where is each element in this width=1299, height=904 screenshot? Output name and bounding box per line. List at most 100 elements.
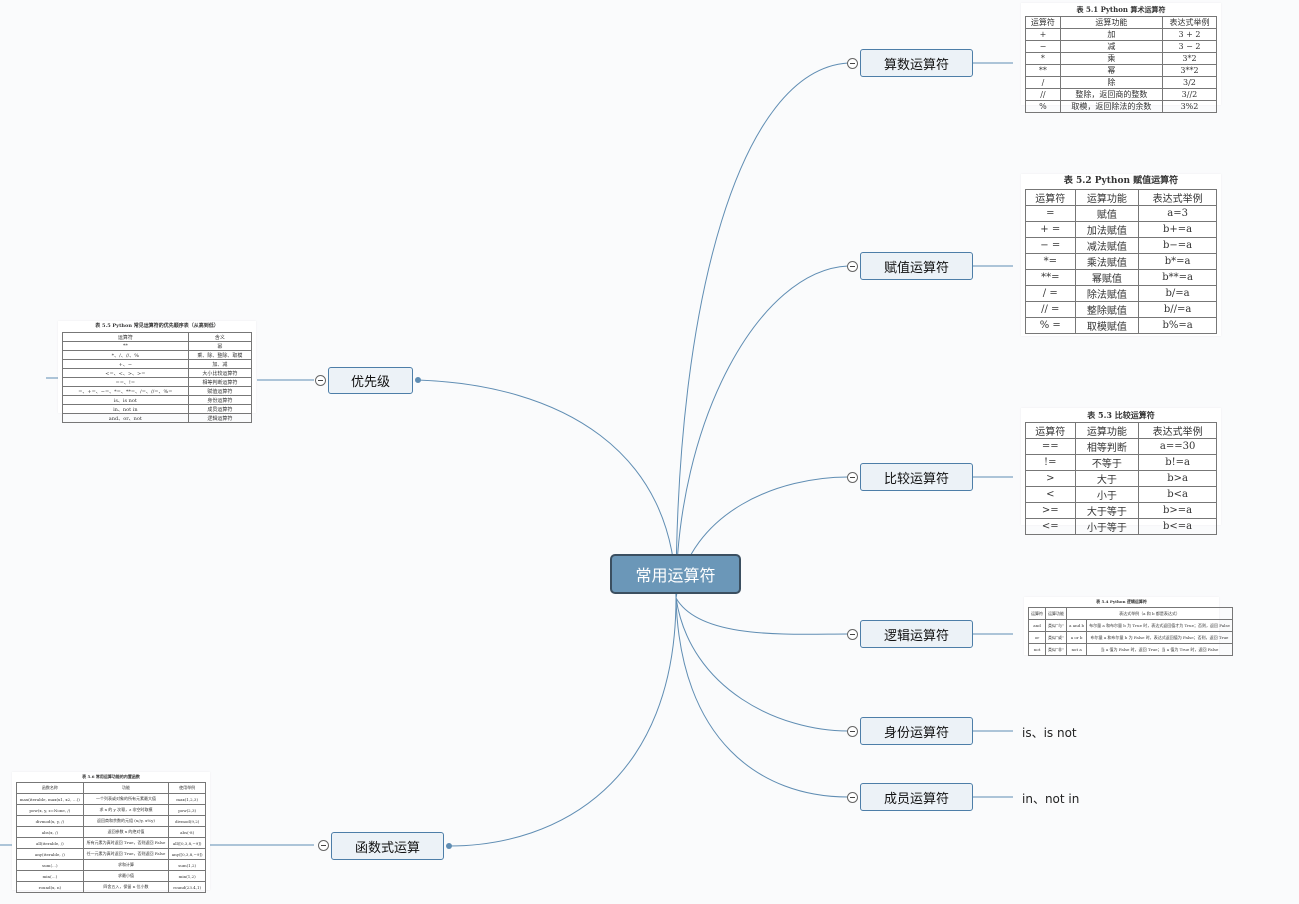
table-cell: divmod(x, y, /) [16,815,84,827]
table-cell: not a [1066,643,1088,656]
collapse-icon[interactable] [847,261,858,272]
table-cell: b<a [1138,486,1217,503]
table-cell: min(1,2) [168,870,206,882]
table-cell: 除法赋值 [1074,285,1140,302]
table-cell: 赋值运算符 [187,386,253,396]
table-cell: b>=a [1138,502,1217,519]
collapse-icon[interactable] [318,840,329,851]
collapse-icon[interactable] [847,472,858,483]
table-header-row: 函数名称功能使用举例 [16,782,206,794]
table-cell: 加、减 [187,359,253,369]
table-header-cell: 运算符 [1025,16,1061,29]
table-cell: is、is not [62,395,189,405]
table-cell: sum(1,2) [168,859,206,871]
table-cell: 减 [1059,40,1163,53]
table-cell: b/=a [1138,285,1217,302]
table-cell: * [1025,52,1061,65]
table-header-cell: 运算功能 [1074,189,1140,206]
table-header-cell: 运算功能 [1074,422,1140,439]
table-cell: 所有元素为真时返回 True，否则返回 False [82,837,170,849]
table-header-row: 运算符运算功能表达式举例 [1025,189,1217,206]
branch-logic[interactable]: 逻辑运算符 [860,620,973,648]
table-cell: =、+=、−=、*=、**=、/=、//=、%= [62,386,189,396]
collapse-icon[interactable] [847,58,858,69]
table-header-cell: 表达式举例 [1161,16,1218,29]
table-header-cell: 表达式举例 [1138,189,1217,206]
table-row: +、−加、减 [62,359,253,369]
table-cell: 3/2 [1161,76,1218,89]
table-header-row: 运算符含义 [62,332,253,342]
table-cell: 大小比较运算符 [187,368,253,378]
table-cell: 返回参数 x 的绝对值 [82,826,170,838]
table-cell: 3 + 2 [1161,28,1218,41]
table-caption: 表 5.2 Python 赋值运算符 [1063,176,1179,186]
branch-priority[interactable]: 优先级 [328,367,413,394]
table-header-cell: 使用举例 [168,782,206,794]
table-cell: 求 x 的 y 次幂，z 非空时取模 [82,804,170,816]
collapse-icon[interactable] [847,792,858,803]
branch-identity[interactable]: 身份运算符 [860,717,973,745]
table-cell: 相等判断运算符 [187,377,253,387]
table-row: ==、!=相等判断运算符 [62,377,253,387]
table-cell: 一个列表或对象的所有元素最大值 [82,793,170,805]
branch-assign[interactable]: 赋值运算符 [860,252,973,280]
table-cell: all(iterable, /) [16,837,84,849]
collapse-icon[interactable] [315,375,326,386]
table-cell: b//=a [1138,301,1217,318]
table-cell: *= [1025,253,1076,270]
branch-priority-label: 优先级 [350,375,390,390]
table-cell: b+=a [1138,221,1217,238]
branch-func-label: 函数式运算 [354,840,420,856]
table-cell: <=、<、>、>= [62,368,189,378]
branch-member[interactable]: 成员运算符 [860,783,973,811]
member-note: in、not in [1022,792,1080,806]
logic-table-image: 表 5.4 Python 逻辑运算符运算符运算功能表达式举例（a 和 b 都是表… [1024,597,1233,656]
table-cell: 乘法赋值 [1074,253,1140,270]
table-cell: 身份运算符 [187,395,253,405]
table-cell: 类似“与” [1044,619,1068,632]
table-cell: all([0,3,8,−9]) [168,837,206,849]
table-cell: 加 [1059,28,1163,41]
table-cell: 赋值 [1074,205,1140,222]
table-caption: 表 5.1 Python 算术运算符 [1076,5,1166,14]
root-node[interactable]: 常用运算符 [610,554,741,594]
table-cell: *、/、//、% [62,350,189,360]
table-cell: 求最小值 [82,870,170,882]
table-cell: b>a [1138,470,1217,487]
branch-compare[interactable]: 比较运算符 [860,463,973,491]
branch-assign-label: 赋值运算符 [883,260,949,276]
table-cell: = [1025,205,1076,222]
table-cell: − = [1025,237,1076,254]
table-cell: // = [1025,301,1076,318]
branch-arith[interactable]: 算数运算符 [860,49,973,77]
collapse-icon[interactable] [847,629,858,640]
branch-func[interactable]: 函数式运算 [331,832,444,860]
table-cell: ** [62,341,189,351]
collapse-icon[interactable] [847,726,858,737]
table-row: max(iterable, max(x1, x2, …))一个列表或对象的所有元… [16,793,206,805]
table-cell: round(x, n) [16,881,84,893]
table-caption: 表 5.4 Python 逻辑运算符 [1096,599,1147,604]
table-cell: 成员运算符 [187,404,253,414]
table-cell: b**=a [1138,269,1217,286]
table-cell: 返回商和余数的元组 (x//y, x%y) [82,815,170,827]
table-cell: max(iterable, max(x1, x2, …)) [16,793,84,805]
table-cell: abs(x, /) [16,826,84,838]
reference-table: 运算符含义**幂*、/、//、%乘、除、整除、取模+、−加、减<=、<、>、>=… [62,332,253,423]
table-cell: == [1025,438,1076,455]
table-header-row: 运算符运算功能表达式举例 [1025,422,1217,439]
table-cell: any(iterable, /) [16,848,84,860]
table-cell: 取模赋值 [1074,317,1140,334]
